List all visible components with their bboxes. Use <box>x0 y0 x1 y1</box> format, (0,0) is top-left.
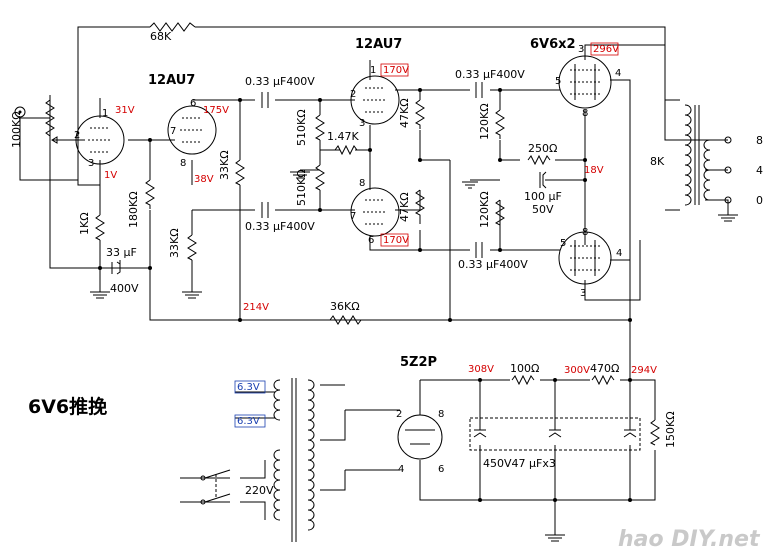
label-c100v: 50V <box>532 203 554 216</box>
tube-label-v1: 12AU7 <box>148 73 195 88</box>
label-c3: 0.33 μF400V <box>455 68 525 81</box>
pin-label: 6 <box>368 235 374 246</box>
voltage-296v: 296V <box>593 44 619 55</box>
tube-label-rect: 5Z2P <box>400 355 437 370</box>
label-r147: 1.47K <box>327 130 359 143</box>
label-r120a: 120KΩ <box>478 103 491 140</box>
pin-label: 8 <box>438 409 444 420</box>
tube-v3a <box>350 75 400 125</box>
voltage-1v: 1V <box>104 170 117 181</box>
label-r47b: 47KΩ <box>398 192 411 222</box>
pin-label: 2 <box>74 130 80 141</box>
voltage-175v: 175V <box>203 105 229 116</box>
pin-label: 6 <box>190 98 196 109</box>
watermark-logo: hao DIY.net <box>618 527 761 552</box>
label-r33a: 33KΩ <box>218 150 231 180</box>
label-r100: 100Ω <box>510 362 539 375</box>
pin-label: 5 <box>560 238 566 249</box>
label-c100: 100 μF <box>524 190 562 203</box>
pin-label: 8 <box>582 227 588 238</box>
tube-label-v3: 6V6x2 <box>530 37 576 52</box>
pin-label: 8 <box>359 178 365 189</box>
voltage-308v: 308V <box>468 364 494 375</box>
diagram-title: 6V6推挽 <box>28 395 107 418</box>
tube-v2 <box>167 105 217 155</box>
tube-rectifier <box>397 414 443 460</box>
input-jack-icon <box>14 106 26 118</box>
pin-label: 2 <box>350 89 356 100</box>
power-transformer <box>200 378 315 542</box>
voltage-170v-a: 170V <box>383 65 409 76</box>
heater-voltage-2: 6.3V <box>237 416 260 427</box>
label-c1: 0.33 μF400V <box>245 75 315 88</box>
pin-label: 4 <box>616 248 622 259</box>
label-tap-4: 4 <box>756 164 763 177</box>
voltage-300v: 300V <box>564 365 590 376</box>
label-r36k: 36KΩ <box>330 300 360 313</box>
pin-label: 3 <box>580 288 586 299</box>
wiring <box>19 26 729 535</box>
pin-label: 5 <box>555 76 561 87</box>
tube-6v6-top <box>558 55 612 109</box>
label-r180k: 180KΩ <box>127 191 140 228</box>
output-transformer <box>684 104 732 206</box>
pin-label: 3 <box>88 158 94 169</box>
pin-label: 8 <box>582 108 588 119</box>
pin-label: 4 <box>615 68 621 79</box>
voltage-170v-b: 170V <box>383 235 409 246</box>
label-r510a: 510KΩ <box>295 109 308 146</box>
capacitors <box>111 82 641 451</box>
label-r470: 470Ω <box>590 362 619 375</box>
label-r68k: 68K <box>150 30 172 43</box>
pin-label: 4 <box>398 464 404 475</box>
tube-label-v2: 12AU7 <box>355 37 402 52</box>
pin-label: 8 <box>180 158 186 169</box>
label-tap-8: 8 <box>756 134 763 147</box>
pin-label: 3 <box>359 118 365 129</box>
labels: 6V6推挽 12AU7 12AU7 6V6x2 5Z2P 31V 1V 175V… <box>10 30 763 552</box>
pin-label: 2 <box>396 409 402 420</box>
label-c33v: 400V <box>110 282 139 295</box>
label-r150k: 150KΩ <box>664 411 677 448</box>
label-r250: 250Ω <box>528 142 557 155</box>
heater-voltage-1: 6.3V <box>237 382 260 393</box>
pin-label: 6 <box>438 464 444 475</box>
label-tap-0: 0 <box>756 194 763 207</box>
label-c4: 0.33 μF400V <box>458 258 528 271</box>
label-r120b: 120KΩ <box>478 191 491 228</box>
label-filter-caps: 450V47 μFx3 <box>483 457 556 470</box>
voltage-31v: 31V <box>115 105 135 116</box>
voltage-294v: 294V <box>631 365 657 376</box>
tube-v3b <box>350 187 400 237</box>
voltage-18v: 18V <box>584 165 604 176</box>
label-r1k: 1KΩ <box>78 212 91 235</box>
ground-symbols <box>90 171 738 542</box>
voltage-214v: 214V <box>243 302 269 313</box>
label-c2: 0.33 μF400V <box>245 220 315 233</box>
label-c33: 33 μF <box>106 246 137 259</box>
tube-6v6-bottom <box>558 231 612 285</box>
voltage-38v: 38V <box>194 174 214 185</box>
label-r510b: 510KΩ <box>295 169 308 206</box>
label-r33b: 33KΩ <box>168 228 181 258</box>
junction-dots <box>98 88 632 502</box>
pin-label: 7 <box>350 211 356 222</box>
pin-label: 7 <box>170 126 176 137</box>
label-r47a: 47KΩ <box>398 98 411 128</box>
pin-label: 1 <box>102 108 108 119</box>
label-mains: 220V <box>245 484 274 497</box>
pin-label: 3 <box>578 44 584 55</box>
tube-v1 <box>75 115 125 165</box>
resistors <box>45 22 660 446</box>
label-vol: 100KΩ <box>10 111 23 148</box>
pin-label: 1 <box>370 65 376 76</box>
label-ot-impedance: 8K <box>650 155 665 168</box>
